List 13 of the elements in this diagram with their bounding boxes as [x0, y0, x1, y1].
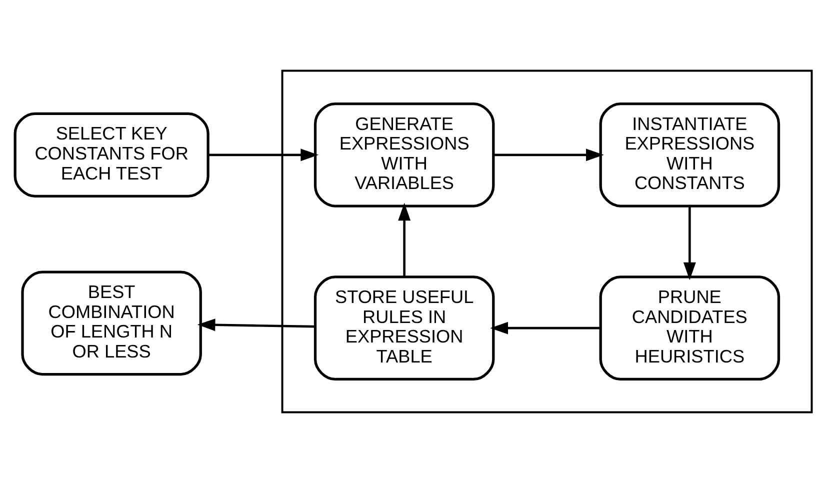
- node-box: STORE USEFUL RULES IN EXPRESSION TABLE: [314, 276, 495, 381]
- arrow: [494, 148, 604, 162]
- cluster: [281, 70, 813, 414]
- node-box: BEST COMBINATION OF LENGTH N OR LESS: [21, 270, 202, 376]
- arrow: [197, 318, 315, 332]
- node-box: GENERATE EXPRESSIONS WITH VARIABLES: [314, 102, 495, 208]
- arrow: [683, 206, 696, 280]
- arrow: [398, 202, 411, 277]
- node-box: INSTANTIATE EXPRESSIONS WITH CONSTANTS: [599, 102, 780, 208]
- node-box: SELECT KEY CONSTANTS FOR EACH TEST: [14, 112, 210, 198]
- arrow: [490, 322, 600, 334]
- node-box: PRUNE CANDIDATES WITH HEURISTICS: [599, 276, 780, 381]
- arrow: [208, 148, 319, 162]
